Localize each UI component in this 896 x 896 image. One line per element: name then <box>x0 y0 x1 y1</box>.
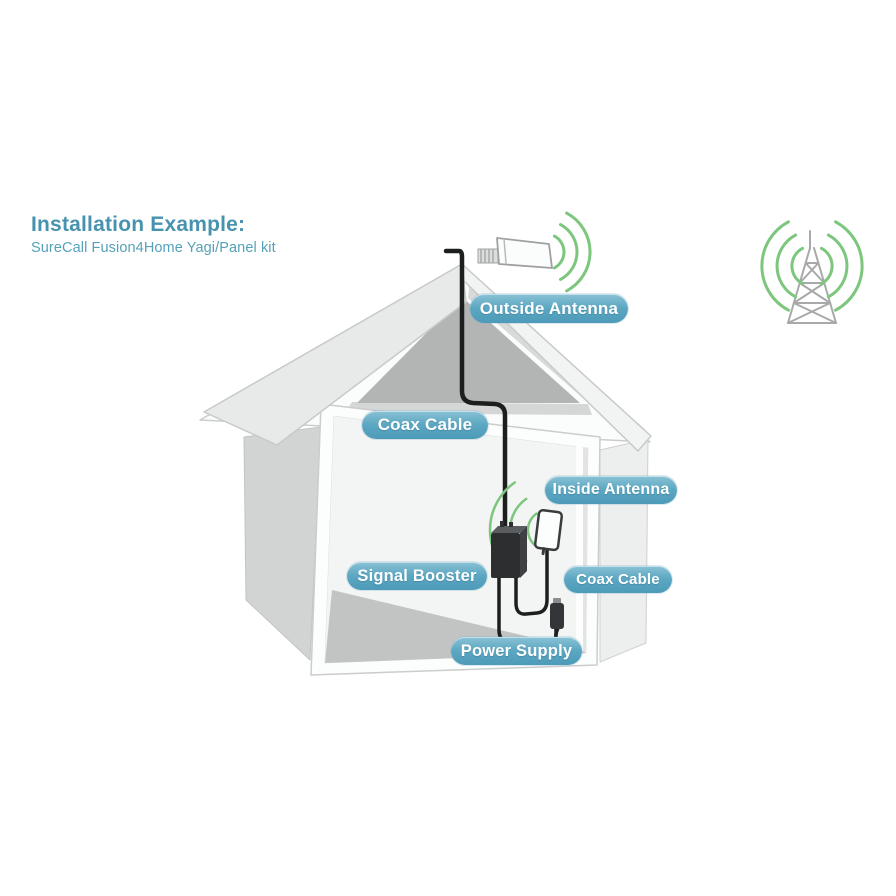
panel-antenna-icon <box>533 509 564 556</box>
right-wall <box>599 438 649 663</box>
attic-interior <box>357 297 580 403</box>
yagi-antenna-icon <box>477 237 553 269</box>
label-coax-cable-top: Coax Cable <box>362 411 488 439</box>
booster-box-icon <box>491 521 527 578</box>
label-inside-antenna: Inside Antenna <box>545 476 677 504</box>
label-coax-cable-bottom: Coax Cable <box>564 566 672 593</box>
cell-tower-icon <box>787 230 837 324</box>
antenna-signal-waves-icon <box>552 211 592 293</box>
label-outside-antenna: Outside Antenna <box>470 294 628 323</box>
tower-signal-waves-icon <box>760 220 864 312</box>
panel-coax-cable-line <box>514 549 549 616</box>
outside-coax-cable-line <box>443 248 508 537</box>
left-roof <box>203 263 467 446</box>
title-block: Installation Example: SureCall Fusion4Ho… <box>31 213 276 256</box>
left-wall <box>243 426 322 661</box>
page-title: Installation Example: <box>31 213 246 236</box>
label-signal-booster: Signal Booster <box>347 562 487 590</box>
label-power-supply: Power Supply <box>451 637 582 665</box>
cutaway-house-illustration <box>199 263 652 676</box>
page-subtitle: SureCall Fusion4Home Yagi/Panel kit <box>31 240 276 257</box>
power-adapter-icon <box>550 598 564 629</box>
